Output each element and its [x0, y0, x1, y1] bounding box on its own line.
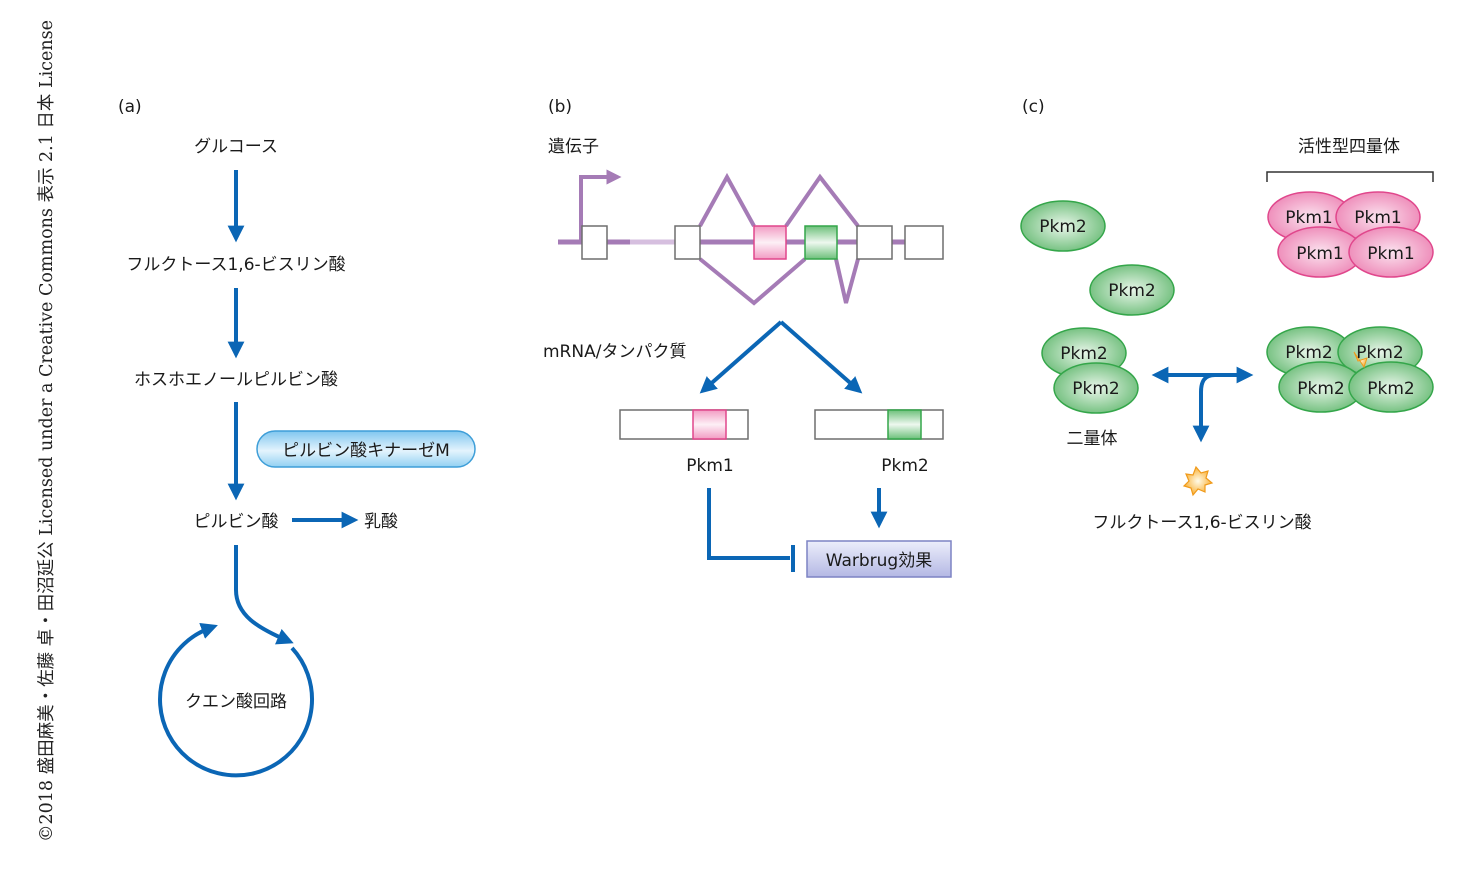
pkm2-dimer-subunit	[1053, 362, 1139, 414]
panel-c-label: (c)	[1022, 97, 1045, 117]
pkm1-inhibits-warburg	[707, 488, 790, 560]
tca-cycle-arrow	[158, 623, 315, 778]
pkm1-subunit-label: Pkm1	[1285, 208, 1332, 228]
active-tetramer-title: 活性型四量体	[1298, 137, 1400, 157]
f16bp-effector-label: フルクトース1,6-ビスリン酸	[1092, 513, 1311, 533]
pkm2-monomer	[1089, 264, 1175, 316]
pkm2-monomer-label: Pkm2	[1108, 281, 1155, 301]
exon-11	[856, 225, 893, 260]
pkm2-dimer-label: Pkm2	[1060, 344, 1107, 364]
gene-label: 遺伝子	[548, 137, 599, 157]
mrna-protein-label: mRNA/タンパク質	[543, 342, 686, 362]
enzyme-label: ピルビン酸キナーゼM	[282, 441, 450, 461]
step-f16bp: フルクトース1,6-ビスリン酸	[126, 255, 345, 275]
pkm2-tetramer-subunit	[1348, 361, 1434, 413]
step-pep: ホスホエノールピルビン酸	[134, 370, 338, 390]
pkm1-subunit-label: Pkm1	[1367, 244, 1414, 264]
copyright-notice: ©2018 盛田麻美・佐藤 卓・田沼延公 Licensed under a Cr…	[37, 20, 57, 842]
exon-2	[674, 225, 701, 260]
exon-1	[581, 225, 608, 260]
pkm2-monomer	[1020, 200, 1106, 252]
pkm2-monomer-label: Pkm2	[1039, 217, 1086, 237]
f16bp-bound-star-icon	[1353, 351, 1368, 369]
dimer-label: 二量体	[1067, 429, 1118, 449]
pkm2-dimer-label: Pkm2	[1072, 379, 1119, 399]
pkm2-tetramer-label: Pkm2	[1285, 343, 1332, 363]
tca-cycle-label: クエン酸回路	[185, 692, 287, 712]
step-glucose: グルコース	[194, 137, 278, 157]
warburg-effect-label: Warbrug効果	[826, 551, 932, 571]
arrow-to-pkm2	[779, 320, 863, 394]
enzyme-badge	[256, 430, 476, 468]
pkm1-isoform-label: Pkm1	[686, 456, 733, 476]
pkm1-subunit-label: Pkm1	[1354, 208, 1401, 228]
f16bp-star-icon	[1182, 465, 1214, 497]
pkm2-tetramer-label: Pkm2	[1367, 379, 1414, 399]
tetramer-bracket	[1266, 171, 1434, 182]
promoter-arrow-icon	[579, 169, 622, 242]
splice-pkm1-upper-a	[698, 172, 756, 227]
mrna-pkm2-exon	[887, 409, 922, 440]
panel-b-label: (b)	[548, 97, 572, 117]
f16bp-release-arrow	[1192, 373, 1216, 443]
mrna-pkm1-exon	[692, 409, 727, 440]
pkm2-isoform-label: Pkm2	[881, 456, 928, 476]
panel-c: (c) 活性型四量体 Pkm2 Pkm2 Pkm1 Pkm1 Pkm1 Pkm1…	[1020, 97, 1434, 533]
pkm1-subunit-label: Pkm1	[1296, 244, 1343, 264]
splice-pkm2-lower-a	[698, 257, 807, 306]
arrow-pyruvate-to-tca	[234, 545, 294, 645]
pkm2-tetramer-label: Pkm2	[1297, 379, 1344, 399]
arrow-to-pkm1	[699, 320, 783, 394]
step-pyruvate: ピルビン酸	[194, 512, 279, 532]
exon-12	[904, 225, 944, 260]
mrna-pkm1	[619, 409, 749, 440]
panel-b: (b) 遺伝子 mRNA/タンパク質 Pkm1 Pkm2	[543, 97, 952, 578]
lactate-label: 乳酸	[364, 512, 398, 532]
splice-pkm1-upper-b	[784, 173, 860, 228]
exon-10-pkm2	[804, 225, 838, 260]
splice-pkm2-lower-b	[834, 258, 860, 304]
panel-a-label: (a)	[118, 97, 142, 117]
panel-a: (a) グルコース フルクトース1,6-ビスリン酸 ホスホエノールピルビン酸 ピ…	[118, 97, 476, 778]
exon-9-pkm1	[753, 225, 787, 260]
pkm2-tetramer-label: Pkm2	[1356, 343, 1403, 363]
warburg-effect-box	[806, 540, 952, 578]
pkm1-subunit	[1348, 226, 1434, 278]
mrna-pkm2	[814, 409, 944, 440]
